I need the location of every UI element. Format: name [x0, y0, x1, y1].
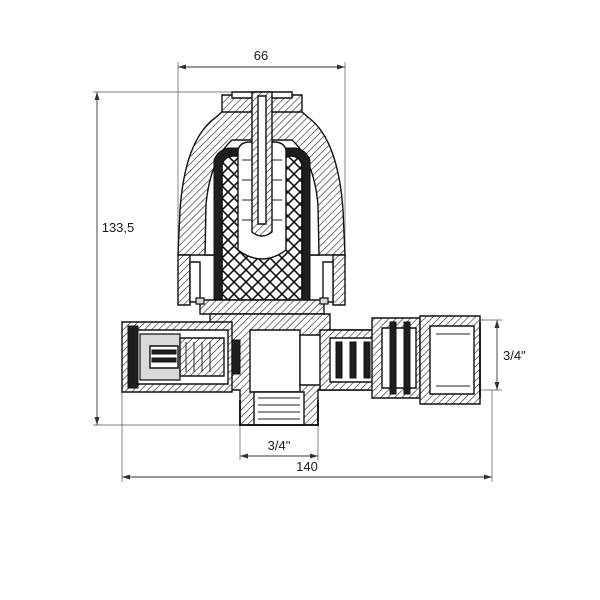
dimension-label-height: 133,5	[102, 220, 135, 235]
dimension-bottom-inlet: 3/4"	[239, 395, 319, 460]
dimension-label-bottom-inlet: 3/4"	[268, 438, 291, 453]
dimension-label-total-length: 140	[296, 459, 318, 474]
dimension-label-top-width: 66	[254, 48, 268, 63]
dimension-total-length: 140	[121, 390, 493, 482]
dimension-label-side-outlet: 3/4"	[503, 348, 526, 363]
dimension-height: 133,5	[93, 91, 240, 426]
left-insert	[121, 321, 241, 393]
right-outlet	[319, 315, 481, 405]
valve-head	[177, 91, 346, 315]
